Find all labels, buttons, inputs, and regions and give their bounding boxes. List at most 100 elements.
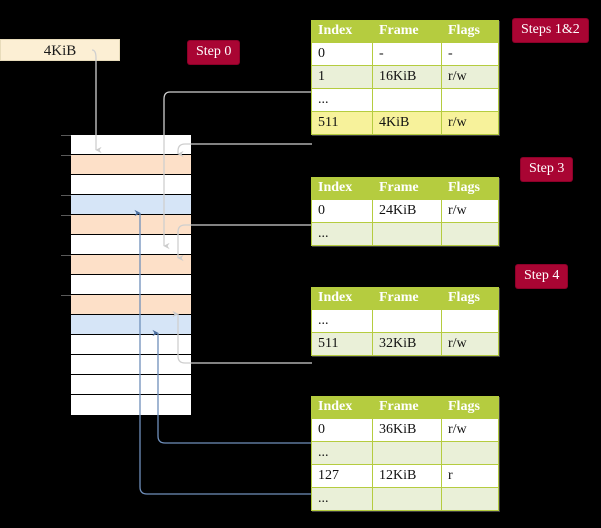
cell-frame xyxy=(372,441,442,465)
cell-index: 0 xyxy=(311,418,373,442)
column-header-flags: Flags xyxy=(441,287,499,310)
memory-frame-row xyxy=(71,355,191,375)
memory-row-tick xyxy=(61,215,71,216)
column-header-flags: Flags xyxy=(441,396,499,419)
column-header-index: Index xyxy=(311,20,373,43)
column-header-index: Index xyxy=(311,177,373,200)
column-header-index: Index xyxy=(311,396,373,419)
cell-index: 1 xyxy=(311,65,373,89)
wire-table2-row511-to-memory xyxy=(172,310,312,364)
badge-step-4: Step 4 xyxy=(516,265,568,288)
cell-index: 0 xyxy=(311,42,373,66)
memory-row-tick xyxy=(61,255,71,256)
cell-flags xyxy=(441,222,499,246)
cell-flags: r/w xyxy=(441,199,499,223)
column-header-frame: Frame xyxy=(372,287,442,310)
column-header-frame: Frame xyxy=(372,20,442,43)
allocation-request-box: 4KiB xyxy=(0,39,120,61)
cell-index: ... xyxy=(311,309,373,333)
badge-step-3: Step 3 xyxy=(521,158,573,181)
cell-frame xyxy=(372,309,442,333)
memory-row-tick xyxy=(61,195,71,196)
cell-index: ... xyxy=(311,441,373,465)
cell-flags: - xyxy=(441,42,499,66)
memory-frame-row xyxy=(71,275,191,295)
cell-flags: r xyxy=(441,464,499,488)
memory-frame-row xyxy=(71,315,191,335)
cell-flags xyxy=(441,88,499,112)
cell-frame: 4KiB xyxy=(372,111,442,135)
cell-flags xyxy=(441,487,499,511)
physical-memory-grid xyxy=(61,134,191,415)
cell-frame: 24KiB xyxy=(372,199,442,223)
cell-frame: 16KiB xyxy=(372,65,442,89)
memory-frame-row xyxy=(71,135,191,155)
badge-steps-1-2: Steps 1&2 xyxy=(513,19,588,42)
cell-frame xyxy=(372,222,442,246)
memory-frame-row xyxy=(71,195,191,215)
wire-table1-row0-to-memory xyxy=(177,224,312,262)
column-header-frame: Frame xyxy=(372,396,442,419)
column-header-flags: Flags xyxy=(441,177,499,200)
memory-frame-row xyxy=(71,215,191,235)
table-row: ... xyxy=(311,487,499,511)
cell-index: 511 xyxy=(311,332,373,356)
memory-frame-row xyxy=(71,155,191,175)
memory-row-tick xyxy=(61,295,71,296)
memory-frame-row xyxy=(71,255,191,275)
cell-flags: r/w xyxy=(441,65,499,89)
memory-frame-row xyxy=(71,175,191,195)
memory-frame-row xyxy=(71,235,191,255)
memory-frame-row xyxy=(71,375,191,395)
cell-frame: 36KiB xyxy=(372,418,442,442)
cell-frame: - xyxy=(372,42,442,66)
badge-steps-1-2-label: Steps 1&2 xyxy=(521,22,580,37)
column-header-frame: Frame xyxy=(372,177,442,200)
table-row: ... xyxy=(311,88,499,112)
wire-table0-row511-to-memory xyxy=(177,143,312,158)
column-header-flags: Flags xyxy=(441,20,499,43)
cell-flags xyxy=(441,441,499,465)
memory-row-tick xyxy=(61,155,71,156)
badge-step-4-label: Step 4 xyxy=(524,268,560,283)
table-row: ... xyxy=(311,441,499,465)
badge-step-0-label: Step 0 xyxy=(196,44,232,59)
memory-frame-row xyxy=(71,395,191,415)
cell-flags: r/w xyxy=(441,418,499,442)
memory-frame-row xyxy=(71,295,191,315)
allocation-request-label: 4KiB xyxy=(43,43,77,59)
cell-index: ... xyxy=(311,88,373,112)
cell-flags: r/w xyxy=(441,111,499,135)
cell-index: 0 xyxy=(311,199,373,223)
cell-flags xyxy=(441,309,499,333)
cell-frame: 12KiB xyxy=(372,464,442,488)
memory-row-tick xyxy=(61,135,71,136)
badge-step-0: Step 0 xyxy=(188,41,240,64)
table-row: ... xyxy=(311,222,499,246)
table-row: 0-- xyxy=(311,42,499,66)
memory-frame-row xyxy=(71,335,191,355)
cell-index: ... xyxy=(311,222,373,246)
cell-index: ... xyxy=(311,487,373,511)
column-header-index: Index xyxy=(311,287,373,310)
cell-frame: 32KiB xyxy=(372,332,442,356)
cell-index: 511 xyxy=(311,111,373,135)
cell-frame xyxy=(372,487,442,511)
cell-index: 127 xyxy=(311,464,373,488)
cell-flags: r/w xyxy=(441,332,499,356)
cell-frame xyxy=(372,88,442,112)
